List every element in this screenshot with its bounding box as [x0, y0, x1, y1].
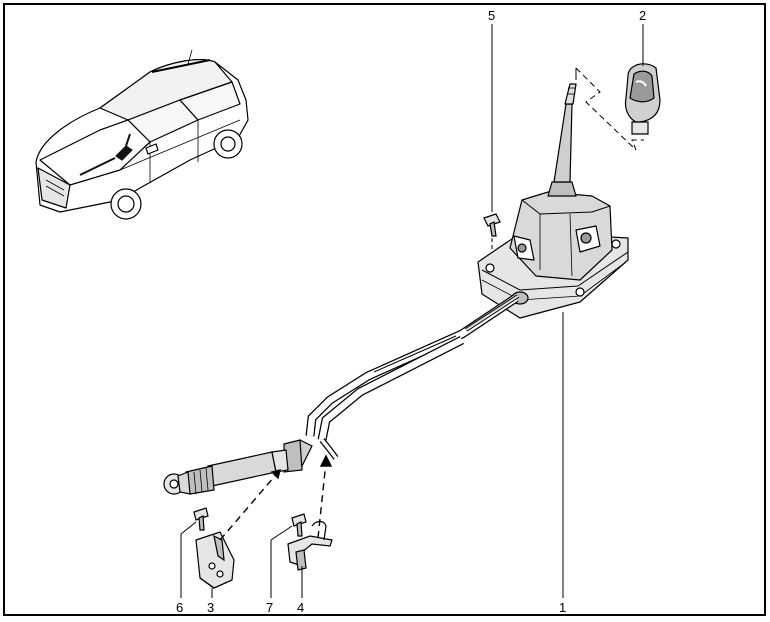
callout-5: 5 [488, 8, 495, 23]
shift-knob [624, 63, 661, 135]
callout-2: 2 [639, 8, 646, 23]
bolt-7 [291, 513, 307, 537]
bracket-3 [195, 531, 235, 589]
callout-1: 1 [559, 600, 566, 615]
shift-cables [305, 294, 520, 460]
shift-lever-assembly [477, 83, 629, 319]
leader-lines [180, 24, 644, 598]
cable-end-fitting [163, 439, 313, 495]
callout-6: 6 [176, 600, 183, 615]
bolt-6 [193, 507, 209, 531]
assembly-arrows [219, 454, 333, 541]
leader-6-d [180, 521, 197, 535]
bolt-5 [483, 213, 501, 237]
knob-assembly-path [575, 67, 644, 151]
callout-7: 7 [266, 600, 273, 615]
leader-7-d [270, 525, 293, 541]
car-illustration [35, 49, 249, 220]
diagram-border [3, 3, 766, 616]
callout-4: 4 [297, 600, 304, 615]
clip-4 [287, 520, 333, 571]
callout-3: 3 [207, 600, 214, 615]
